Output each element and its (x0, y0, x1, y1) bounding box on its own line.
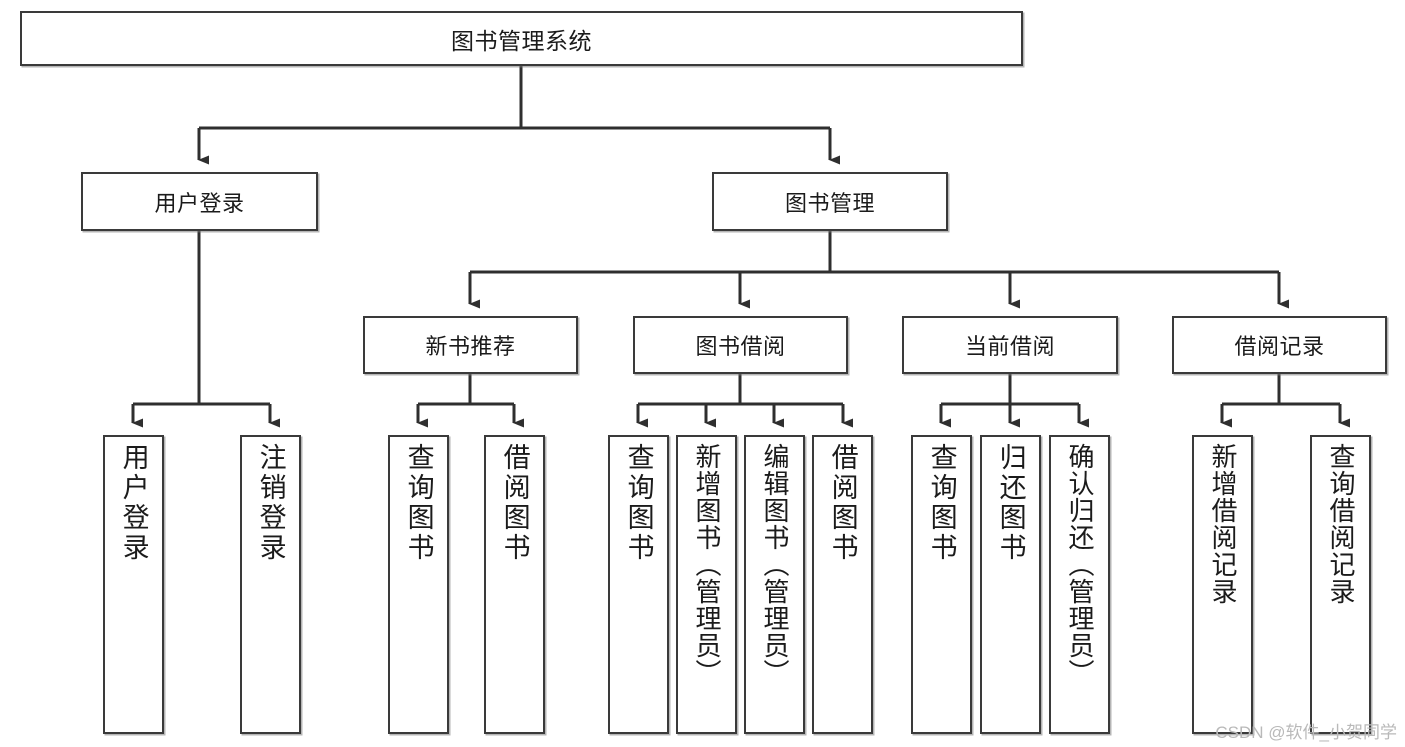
node-book-borrow-label: 图书借阅 (695, 334, 786, 359)
node-book-manage-label: 图书管理 (784, 190, 875, 216)
node-current-borrow-label: 当前借阅 (964, 334, 1055, 359)
node-user-login[interactable]: 用户登录 (81, 172, 318, 231)
node-leaf-query-book-3[interactable]: 查询图书 (911, 435, 972, 734)
node-leaf-query-record[interactable]: 查询借阅记录 (1310, 435, 1371, 734)
node-leaf-query-book-1-label: 查询图书 (403, 443, 434, 563)
node-new-book-rec-label: 新书推荐 (425, 334, 516, 359)
node-user-login-label: 用户登录 (154, 190, 245, 216)
node-leaf-borrow-book-1[interactable]: 借阅图书 (484, 435, 545, 734)
node-root[interactable]: 图书管理系统 (20, 11, 1023, 66)
node-leaf-user-login-label: 用户登录 (118, 443, 149, 563)
node-leaf-borrow-book-2[interactable]: 借阅图书 (812, 435, 873, 734)
csdn-watermark: CSDN @软件_小贺同学 (1215, 723, 1397, 742)
node-leaf-query-record-label: 查询借阅记录 (1326, 443, 1357, 605)
node-leaf-confirm-return[interactable]: 确认归还（管理员） (1049, 435, 1110, 734)
node-leaf-logout-label: 注销登录 (255, 443, 286, 563)
node-leaf-query-book-1[interactable]: 查询图书 (388, 435, 449, 734)
node-leaf-edit-book-label: 编辑图书（管理员） (760, 443, 791, 686)
node-leaf-edit-book[interactable]: 编辑图书（管理员） (744, 435, 805, 734)
node-leaf-add-record[interactable]: 新增借阅记录 (1192, 435, 1253, 734)
node-current-borrow[interactable]: 当前借阅 (902, 316, 1118, 374)
node-leaf-query-book-2[interactable]: 查询图书 (608, 435, 669, 734)
node-root-label: 图书管理系统 (451, 27, 592, 54)
node-new-book-rec[interactable]: 新书推荐 (363, 316, 578, 374)
node-borrow-record[interactable]: 借阅记录 (1172, 316, 1387, 374)
node-leaf-borrow-book-2-label: 借阅图书 (827, 443, 858, 563)
node-borrow-record-label: 借阅记录 (1234, 334, 1325, 359)
node-leaf-add-record-label: 新增借阅记录 (1208, 443, 1239, 605)
node-leaf-query-book-3-label: 查询图书 (926, 443, 957, 563)
node-leaf-user-login[interactable]: 用户登录 (103, 435, 164, 734)
node-book-borrow[interactable]: 图书借阅 (633, 316, 848, 374)
node-leaf-confirm-return-label: 确认归还（管理员） (1065, 443, 1096, 686)
node-leaf-logout[interactable]: 注销登录 (240, 435, 301, 734)
node-leaf-return-book-label: 归还图书 (995, 443, 1026, 563)
node-leaf-query-book-2-label: 查询图书 (623, 443, 654, 563)
node-book-manage[interactable]: 图书管理 (712, 172, 948, 231)
node-leaf-add-book[interactable]: 新增图书（管理员） (676, 435, 737, 734)
node-leaf-borrow-book-1-label: 借阅图书 (499, 443, 530, 563)
node-leaf-return-book[interactable]: 归还图书 (980, 435, 1041, 734)
node-leaf-add-book-label: 新增图书（管理员） (692, 443, 723, 686)
